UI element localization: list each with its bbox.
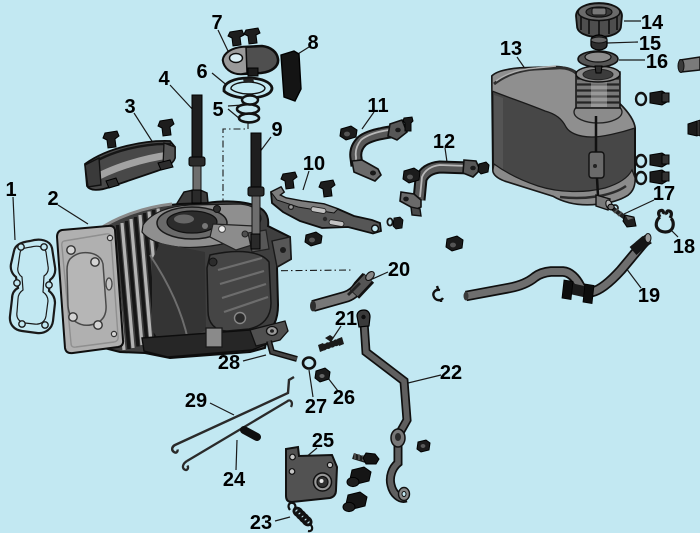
svg-text:20: 20 xyxy=(388,259,410,281)
svg-text:27: 27 xyxy=(305,396,327,418)
svg-text:1: 1 xyxy=(5,179,16,201)
svg-text:29: 29 xyxy=(185,390,207,412)
svg-text:23: 23 xyxy=(250,512,272,533)
svg-text:18: 18 xyxy=(673,236,695,258)
svg-text:16: 16 xyxy=(646,51,668,73)
svg-text:7: 7 xyxy=(211,12,222,34)
svg-text:28: 28 xyxy=(218,352,240,374)
svg-text:17: 17 xyxy=(653,183,675,205)
svg-text:15: 15 xyxy=(639,33,661,55)
svg-text:24: 24 xyxy=(223,469,246,491)
svg-text:8: 8 xyxy=(307,32,318,54)
svg-text:6: 6 xyxy=(196,61,207,83)
svg-text:10: 10 xyxy=(303,153,325,175)
svg-text:2: 2 xyxy=(47,188,58,210)
svg-text:9: 9 xyxy=(271,119,282,141)
svg-text:3: 3 xyxy=(124,96,135,118)
svg-text:26: 26 xyxy=(333,387,355,409)
svg-text:4: 4 xyxy=(158,68,170,90)
svg-text:19: 19 xyxy=(638,285,660,307)
svg-text:5: 5 xyxy=(212,99,223,121)
svg-text:14: 14 xyxy=(641,12,664,34)
svg-text:12: 12 xyxy=(433,131,455,153)
svg-text:13: 13 xyxy=(500,38,522,60)
svg-text:25: 25 xyxy=(312,430,334,452)
svg-text:21: 21 xyxy=(335,308,357,330)
svg-text:11: 11 xyxy=(367,95,388,117)
svg-text:22: 22 xyxy=(440,362,462,384)
